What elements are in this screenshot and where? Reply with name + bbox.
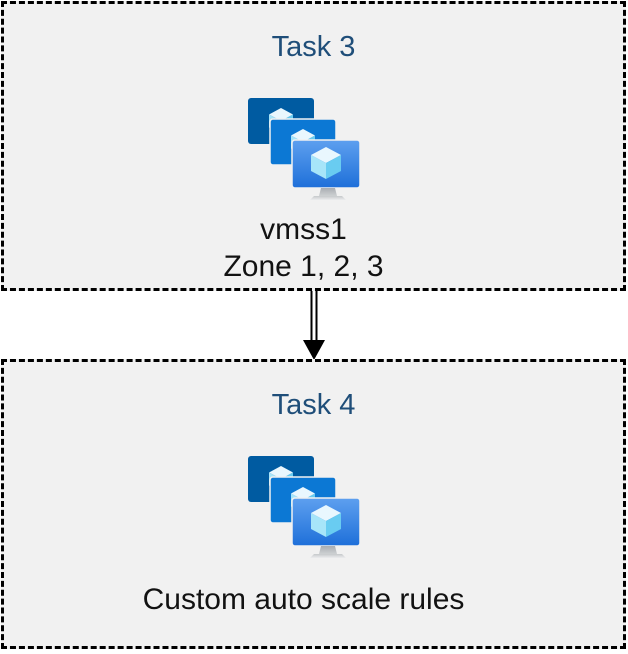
vmss-icon (244, 454, 361, 558)
task3-caption: vmss1 Zone 1, 2, 3 (0, 211, 613, 285)
task4-caption: Custom auto scale rules (0, 581, 613, 618)
task4-caption-line1: Custom auto scale rules (142, 583, 465, 616)
vmss-icon (244, 96, 361, 200)
task3-caption-line1: vmss1 (260, 213, 347, 246)
task4-title: Task 4 (271, 389, 356, 421)
task3-title: Task 3 (271, 31, 356, 63)
task3-box: Task 3 vmss1 Zone 1, 2, 3 (1, 1, 626, 291)
task4-box: Task 4 Custom auto scale rules (1, 359, 626, 649)
down-arrow-connector (303, 291, 325, 360)
task3-caption-line2: Zone 1, 2, 3 (223, 250, 384, 283)
